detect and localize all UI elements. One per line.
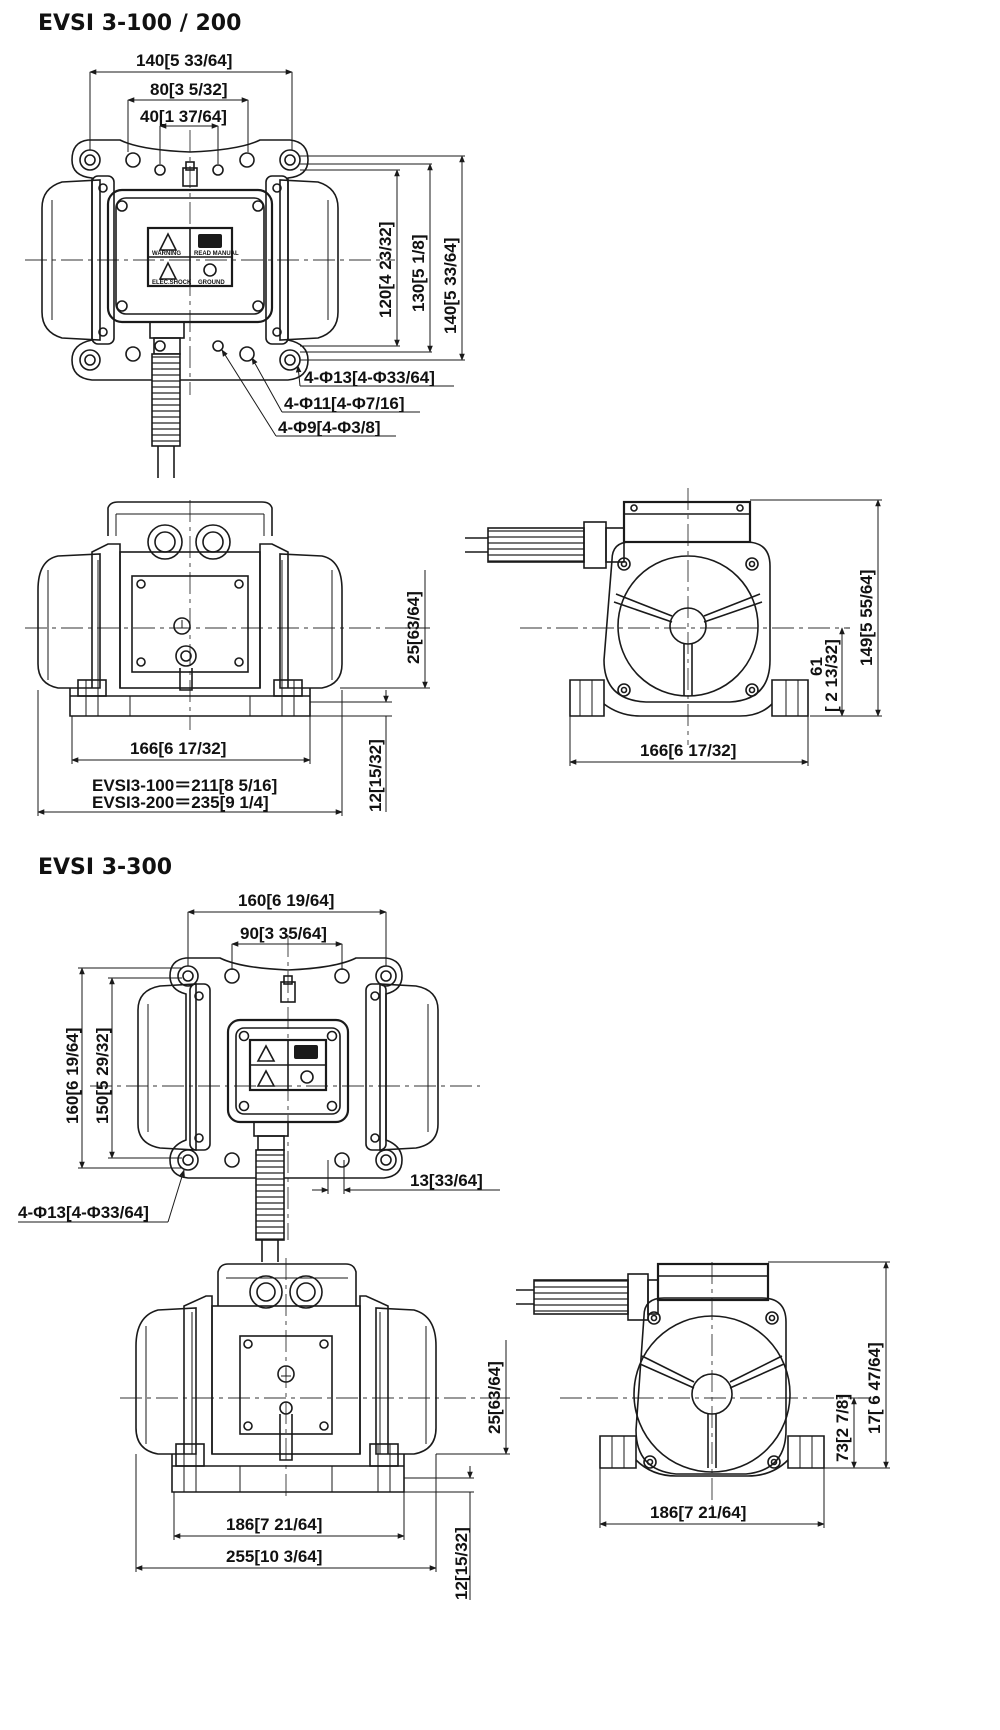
dim-120: 120[4 23/32] — [376, 222, 395, 318]
dim-80: 80[3 5/32] — [150, 80, 228, 99]
hole-13-callout-300: 4-Φ13[4-Φ33/64] — [18, 1203, 149, 1222]
front-dim-186: 186[7 21/64] — [226, 1515, 322, 1534]
front-dim-12-300: 12[15/32] — [452, 1527, 471, 1600]
top-view-dimensions-100-200: 140[5 33/64] 80[3 5/32] 40[1 37/64] 120[… — [89, 51, 465, 437]
front-view-300 — [120, 1258, 490, 1500]
side-dim-17: 17[ 6 47/64] — [865, 1342, 884, 1434]
dim-150: 150[5 29/32] — [93, 1028, 112, 1124]
front-dim-12: 12[15/32] — [366, 739, 385, 812]
side-dim-73: 73[2 7/8] — [833, 1394, 852, 1462]
side-view-dimensions-300: 17[ 6 47/64] 73[2 7/8] 186[7 21/64] — [599, 1261, 890, 1528]
side-view-dimensions-100-200: 149[5 55/64] 61 [ 2 13/32] 166[6 17/32] — [569, 499, 882, 766]
label-ground-text: GROUND — [198, 280, 225, 286]
front-dim-166: 166[6 17/32] — [130, 739, 226, 758]
front-dim-211: EVSI3-100＝211[8 5/16] — [92, 776, 277, 795]
hole-11-callout: 4-Φ11[4-Φ7/16] — [284, 394, 405, 413]
label-read-manual-text: READ MANUAL — [194, 251, 239, 257]
dim-160-width: 160[6 19/64] — [238, 891, 334, 910]
dim-13: 13[33/64] — [410, 1171, 483, 1190]
side-dim-166: 166[6 17/32] — [640, 741, 736, 760]
front-view-dimensions-300: 25[63/64] 12[15/32] 186[7 21/64] 255[10 … — [135, 1340, 510, 1600]
label-elec-shock-text: ELEC.SHOCK — [152, 280, 192, 286]
front-dim-25-300: 25[63/64] — [485, 1361, 504, 1434]
side-dim-61: 61 — [807, 657, 826, 676]
dim-160-height: 160[6 19/64] — [63, 1028, 82, 1124]
top-view-dimensions-300: 160[6 19/64] 90[3 35/64] 160[6 19/64] 15… — [18, 891, 500, 1223]
front-dim-255: 255[10 3/64] — [226, 1547, 322, 1566]
front-view-dimensions-100-200: 25[63/64] 12[15/32] 166[6 17/32] EVSI3-1… — [37, 570, 430, 816]
section-title-300: EVSI 3-300 — [38, 855, 172, 880]
front-dim-235: EVSI3-200＝235[9 1/4] — [92, 793, 269, 812]
label-warning-text: WARNING — [152, 251, 181, 257]
dim-130: 130[5 1/8] — [409, 235, 428, 313]
side-dim-149: 149[5 55/64] — [857, 570, 876, 666]
front-view-100-200 — [25, 500, 405, 730]
dim-140-width: 140[5 33/64] — [136, 51, 232, 70]
warning-label: WARNING READ MANUAL ELEC.SHOCK GROUND — [146, 226, 239, 288]
hole-9-callout: 4-Φ9[4-Φ3/8] — [278, 418, 381, 437]
side-dim-186: 186[7 21/64] — [650, 1503, 746, 1522]
side-view-100-200 — [465, 488, 850, 745]
dim-40: 40[1 37/64] — [140, 107, 227, 126]
hole-13-callout: 4-Φ13[4-Φ33/64] — [304, 368, 435, 387]
dim-90: 90[3 35/64] — [240, 924, 327, 943]
section-title-100-200: EVSI 3-100 / 200 — [38, 11, 241, 36]
front-dim-25: 25[63/64] — [404, 591, 423, 664]
dim-140-height: 140[5 33/64] — [441, 238, 460, 334]
top-view-300 — [90, 935, 480, 1262]
side-dim-61-inch: [ 2 13/32] — [822, 639, 841, 712]
side-view-300 — [516, 1262, 870, 1510]
